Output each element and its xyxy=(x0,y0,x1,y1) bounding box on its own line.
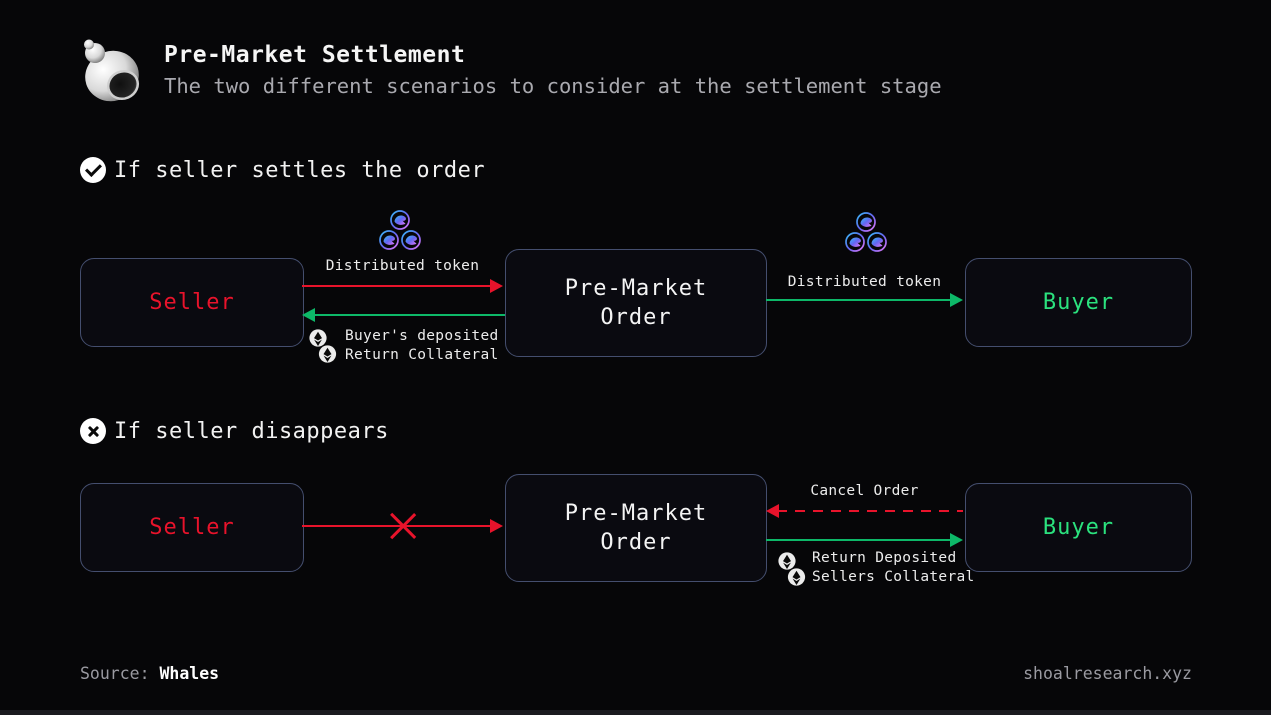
distributed-token-label: Distributed token xyxy=(325,258,480,274)
eth-coins-icon xyxy=(309,329,337,364)
scenario1-premarket-order-box: Pre-Market Order xyxy=(505,249,767,357)
scenario2-premarket-order-box: Pre-Market Order xyxy=(505,474,767,582)
distributed-token-label: Distributed token xyxy=(787,274,942,290)
arrow-order-to-seller xyxy=(302,307,505,323)
eth-coins-icon xyxy=(778,552,806,587)
source-label: Source: xyxy=(80,664,150,683)
order-label-line1: Pre-Market xyxy=(564,501,708,526)
page-title: Pre-Market Settlement xyxy=(164,42,466,68)
seller-label: Seller xyxy=(149,515,235,540)
order-label-line1: Pre-Market xyxy=(564,276,708,301)
order-label-line2: Order xyxy=(600,530,672,555)
return-collateral-label: Buyer's deposited Return Collateral xyxy=(345,327,499,365)
buyer-label: Buyer xyxy=(1042,515,1115,540)
order-label-line2: Order xyxy=(600,305,672,330)
buyer-label: Buyer xyxy=(1042,290,1115,315)
source-attribution: Source: Whales xyxy=(80,664,219,683)
red-x-mark xyxy=(389,512,417,540)
cancel-order-label: Cancel Order xyxy=(810,483,919,499)
return-sellers-collateral-line2: Sellers Collateral xyxy=(812,569,975,585)
scenario2-seller-box: Seller xyxy=(80,483,304,572)
seller-label: Seller xyxy=(149,290,235,315)
arrow-order-to-buyer xyxy=(766,292,963,308)
return-collateral-line1: Buyer's deposited xyxy=(345,328,499,344)
check-circle-icon xyxy=(80,157,106,183)
scenario1-buyer-box: Buyer xyxy=(965,258,1192,347)
scenario1-seller-box: Seller xyxy=(80,258,304,347)
whale-token-icons xyxy=(379,210,421,250)
scenario2-buyer-box: Buyer xyxy=(965,483,1192,572)
arrow-order-to-buyer-return xyxy=(766,532,963,548)
page-subtitle: The two different scenarios to consider … xyxy=(164,74,942,98)
bottom-edge-strip xyxy=(0,710,1271,715)
seashell-logo xyxy=(84,39,140,102)
whale-token-icons xyxy=(845,212,887,252)
scenario1-heading: If seller settles the order xyxy=(114,158,486,183)
return-sellers-collateral-label: Return Deposited Sellers Collateral xyxy=(812,549,975,587)
arrow-buyer-to-order-cancel xyxy=(766,503,963,519)
site-url: shoalresearch.xyz xyxy=(1023,664,1192,683)
arrow-seller-to-order-broken xyxy=(302,518,503,534)
arrow-seller-to-order xyxy=(302,278,503,294)
source-value: Whales xyxy=(159,664,220,683)
return-collateral-line2: Return Collateral xyxy=(345,347,499,363)
x-circle-icon xyxy=(80,418,106,444)
scenario2-heading: If seller disappears xyxy=(114,419,389,444)
return-sellers-collateral-line1: Return Deposited xyxy=(812,550,957,566)
